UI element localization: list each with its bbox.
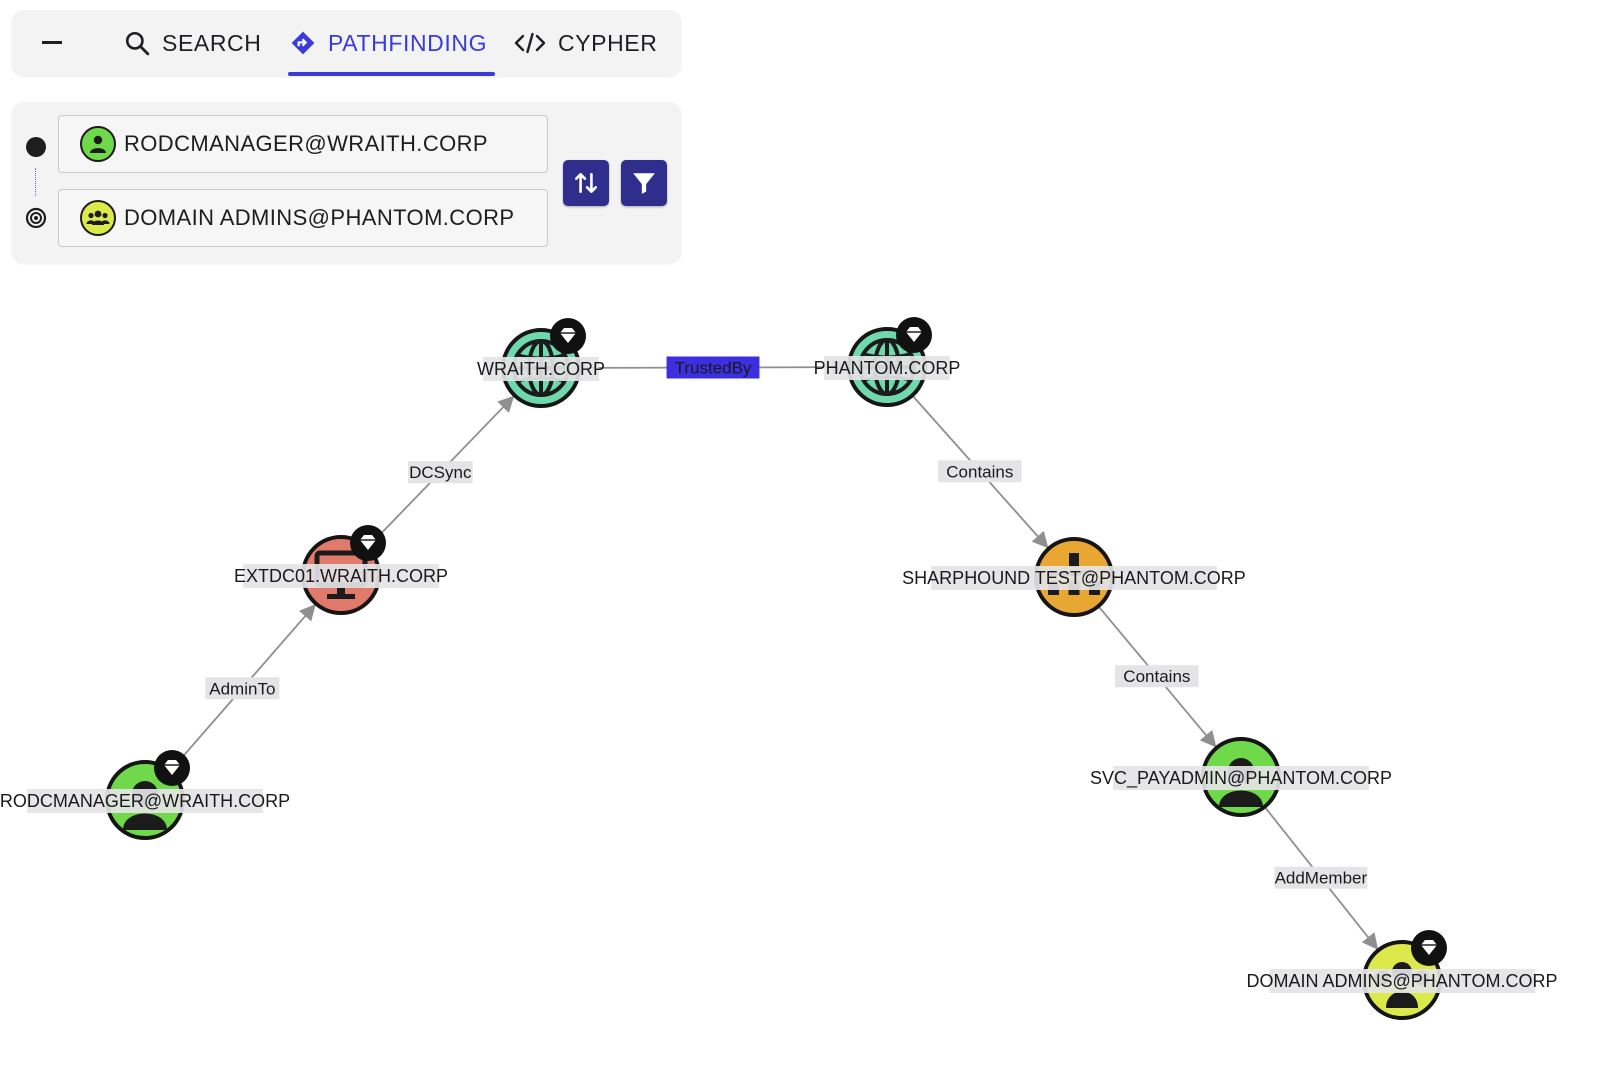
gem-icon [350,525,386,561]
directions-icon [291,31,315,55]
graph-node-domain[interactable]: WRAITH.CORP [477,318,605,408]
node-label-bg [1269,969,1535,993]
node-label: PHANTOM.CORP [814,358,961,378]
edge-label: DCSync [409,463,472,482]
graph-node-ou[interactable]: SHARPHOUND TEST@PHANTOM.CORP [902,537,1246,617]
edge-label-bg [408,461,473,484]
node-label-bg [483,357,599,381]
graph-node-group[interactable]: DOMAIN ADMINS@PHANTOM.CORP [1247,930,1558,1020]
gem-icon [154,750,190,786]
target-icon [25,207,47,229]
graph-node-domain[interactable]: PHANTOM.CORP [814,317,961,407]
edge-label-bg [205,677,280,700]
graph-edge[interactable]: Contains [1097,605,1217,748]
graph-node-computer[interactable]: EXTDC01.WRAITH.CORP [234,525,448,615]
node-label: SVC_PAYADMIN@PHANTOM.CORP [1090,768,1392,789]
graph-edge[interactable]: AddMember [1263,806,1379,950]
graph-edge[interactable]: Contains [911,394,1049,549]
node-label: SHARPHOUND TEST@PHANTOM.CORP [902,568,1246,588]
pathfinding-panel: RODCMANAGER@WRAITH.CORP DOMAIN ADMINS@PH… [12,102,681,263]
active-tab-indicator [288,72,496,76]
tab-search[interactable]: SEARCH [124,10,261,76]
node-label-bg [1113,766,1369,790]
node-label: RODCMANAGER@WRAITH.CORP [0,791,290,811]
gem-icon [896,317,932,353]
edge-label: AdminTo [209,679,275,698]
node-label-bg [824,356,950,380]
group-icon [80,200,116,236]
path-connector [35,168,36,196]
edge-filter-button[interactable] [621,160,667,206]
graph-edge[interactable]: DCSync [366,395,515,549]
node-label: EXTDC01.WRAITH.CORP [234,566,448,586]
edge-label: Contains [946,462,1013,481]
node-label: DOMAIN ADMINS@PHANTOM.CORP [1247,971,1558,991]
edge-label: TrustedBy [675,359,752,378]
tab-cypher-label: CYPHER [558,29,658,56]
code-icon [514,32,546,54]
gem-icon [550,318,586,354]
edge-label-bg [1274,866,1368,889]
filter-icon [633,173,655,194]
start-node-value: RODCMANAGER@WRAITH.CORP [124,131,488,156]
edge-label: Contains [1123,667,1190,686]
user-icon [80,126,116,162]
gem-icon [1411,930,1447,966]
tab-search-label: SEARCH [162,29,262,56]
tab-bar: SEARCH PATHFINDING CYPHER [12,10,681,76]
edge-label-bg [938,460,1022,483]
node-label-bg [931,566,1217,590]
search-icon [125,31,150,56]
target-node-field[interactable]: DOMAIN ADMINS@PHANTOM.CORP [58,189,548,247]
edge-label: AddMember [1275,869,1368,888]
node-label-bg [27,789,263,813]
swap-vertical-icon [574,173,598,193]
graph-node-user[interactable]: RODCMANAGER@WRAITH.CORP [0,750,290,840]
graph-edge[interactable]: TrustedBy [578,356,849,379]
tab-pathfinding[interactable]: PATHFINDING [288,10,496,76]
target-node-value: DOMAIN ADMINS@PHANTOM.CORP [124,205,515,230]
collapse-button[interactable] [38,10,78,76]
tab-pathfinding-label: PATHFINDING [328,29,488,56]
start-node-field[interactable]: RODCMANAGER@WRAITH.CORP [58,115,548,173]
node-label: WRAITH.CORP [477,359,605,379]
graph-node-user[interactable]: SVC_PAYADMIN@PHANTOM.CORP [1090,737,1392,817]
edge-label-bg [666,356,760,379]
edge-label-bg [1115,665,1199,688]
tab-cypher[interactable]: CYPHER [514,10,657,76]
swap-nodes-button[interactable] [563,160,609,206]
minus-icon [42,41,62,44]
start-node-dot-icon [26,137,46,157]
node-label-bg [243,564,439,588]
graph-edge[interactable]: AdminTo [169,603,316,772]
